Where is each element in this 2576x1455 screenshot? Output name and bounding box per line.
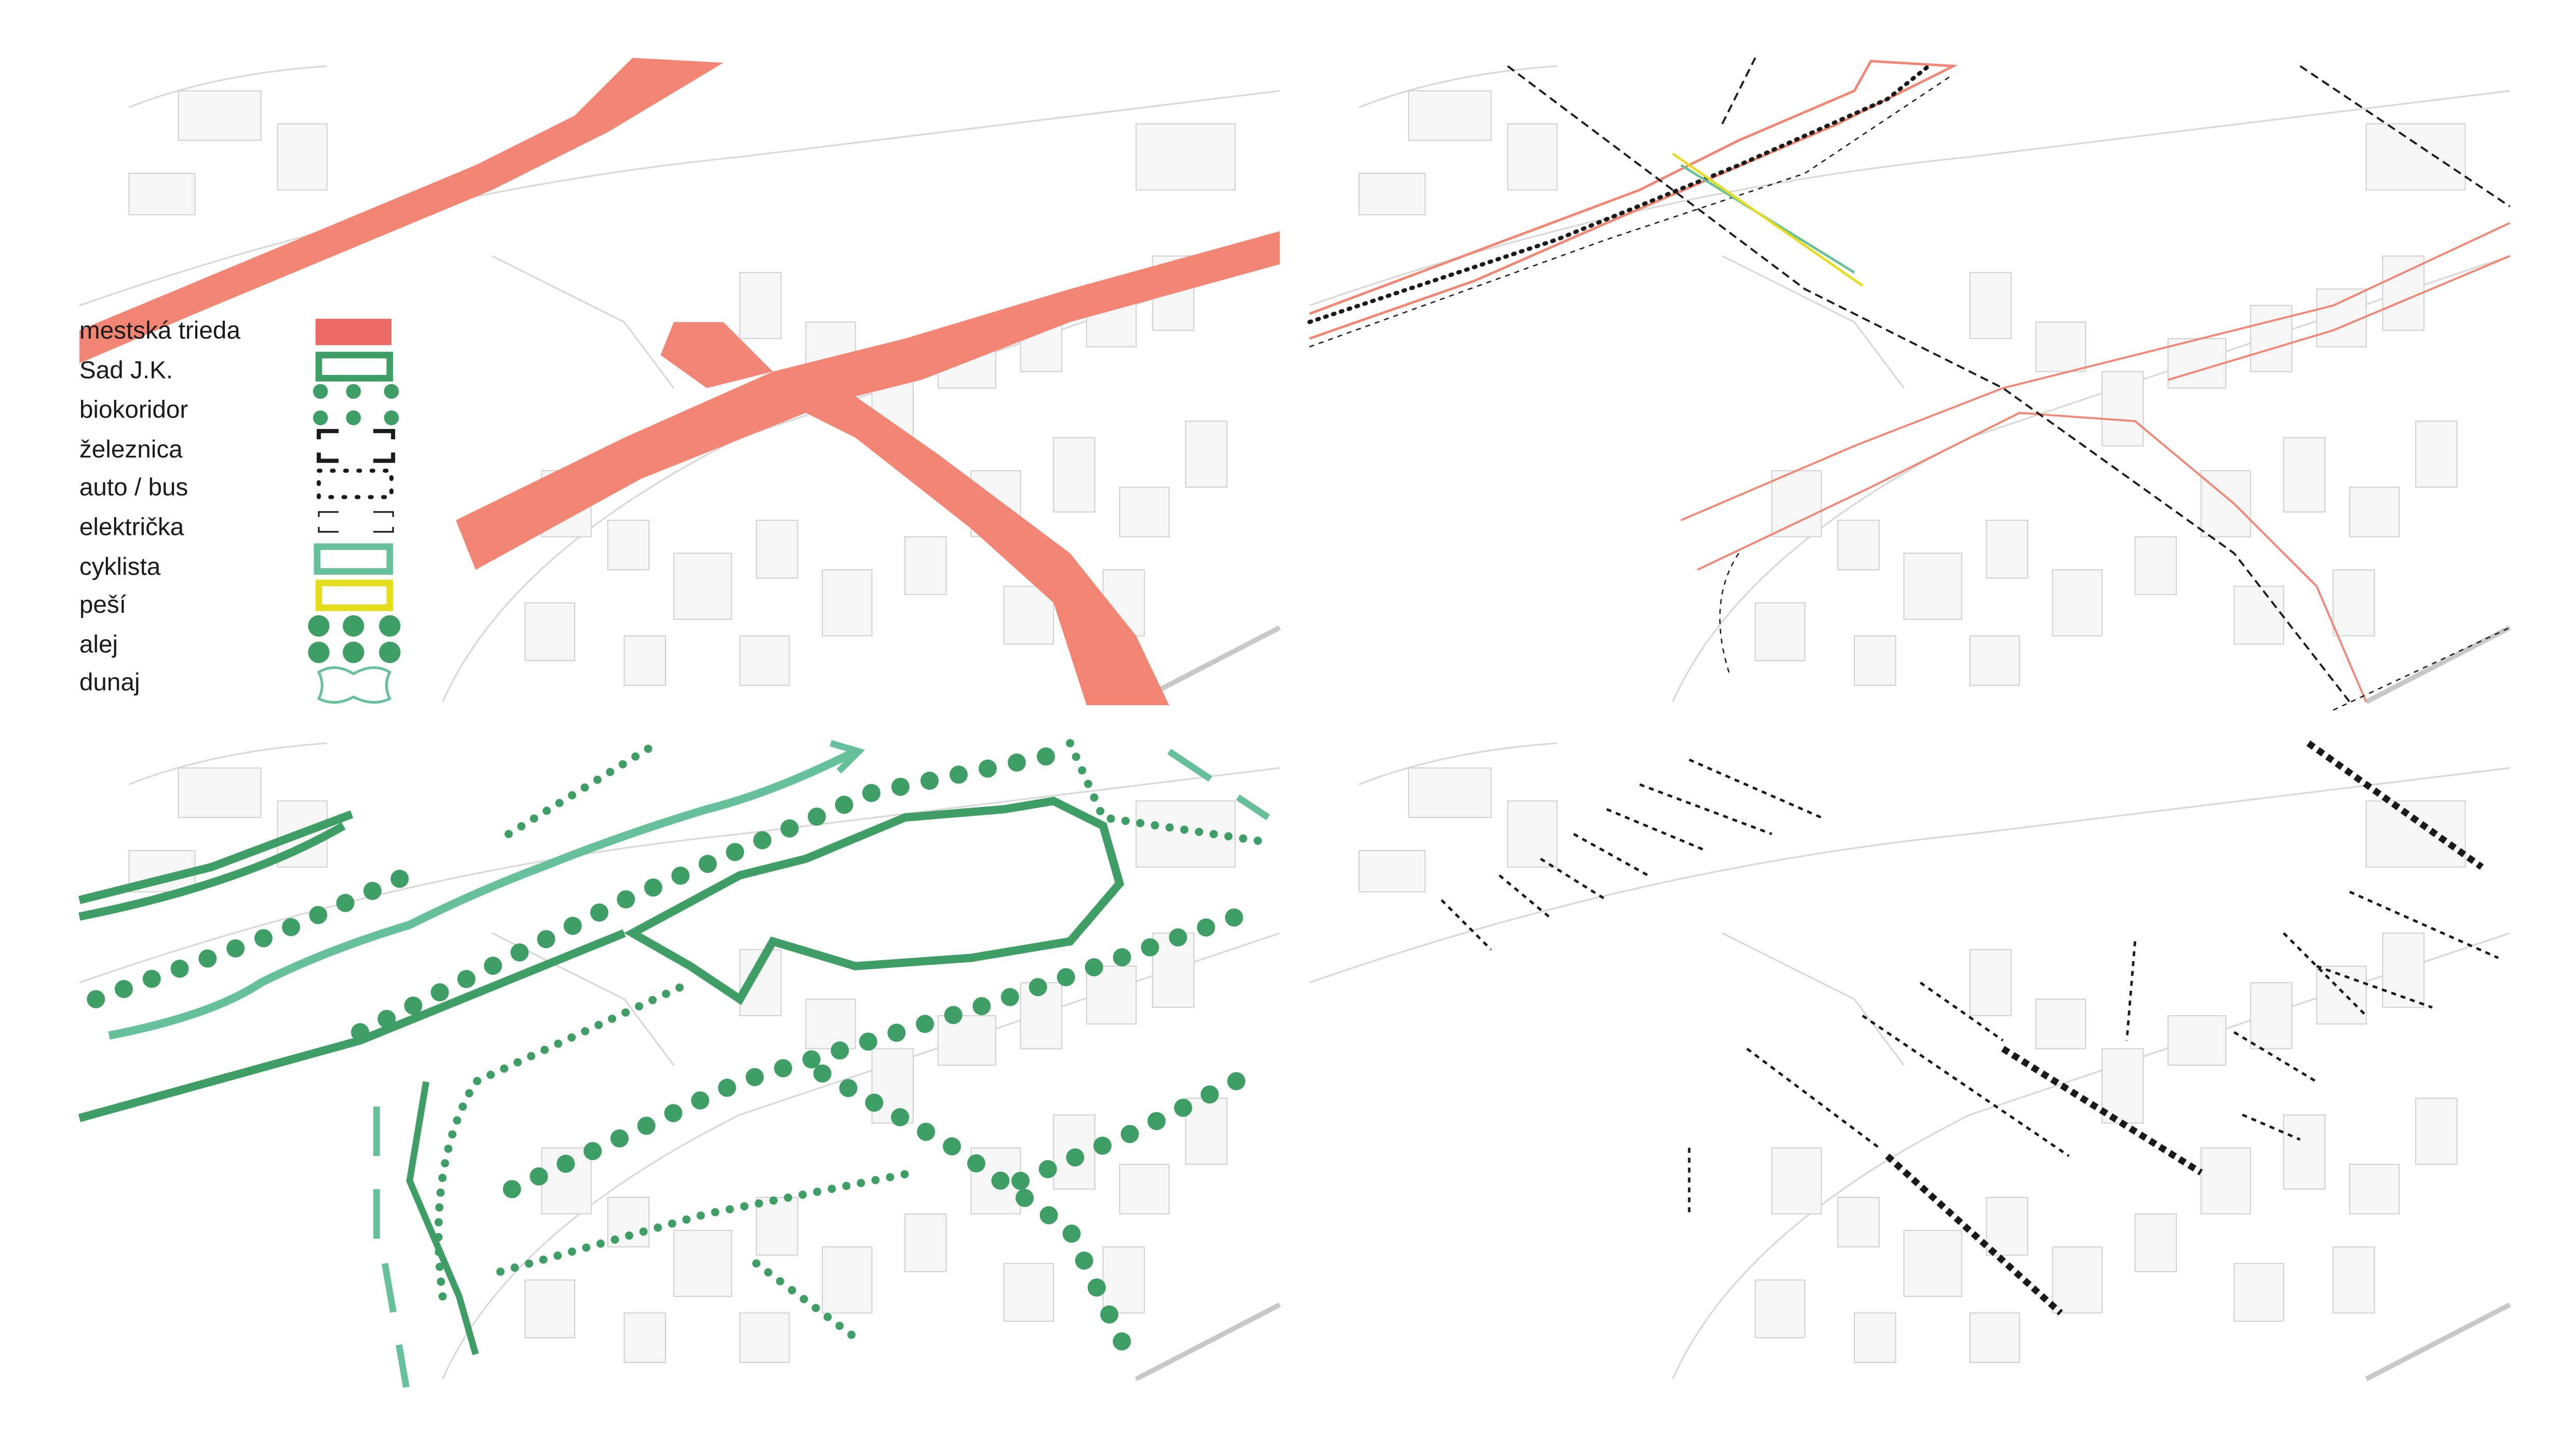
- connection-arrows: [1441, 740, 2499, 1316]
- avenue-main: [456, 231, 1280, 706]
- legend-swatch-large-dots: [308, 615, 401, 663]
- legend-item-dunaj: dunaj: [79, 666, 392, 704]
- legend-label: električka: [79, 513, 184, 541]
- legend-label: Sad J.K.: [79, 356, 173, 384]
- alej-row-1: [87, 858, 436, 1008]
- river-arrow-head: [830, 740, 865, 774]
- connection-arrows-major: [1885, 740, 2484, 1316]
- legend-item-pesi: peší: [79, 580, 394, 618]
- street-outline-main: [1680, 222, 2511, 703]
- legend-item-auto-bus: auto / bus: [79, 468, 394, 501]
- tram-line: [1309, 74, 1954, 678]
- legend-item-zeleznica: železnica: [79, 429, 396, 463]
- tram-line-east: [2333, 627, 2511, 711]
- legend-item-sad-jk: Sad J.K.: [79, 352, 394, 384]
- cycle-path-dashes: [373, 748, 1270, 1388]
- legend-item-mestska-trieda: mestská trieda: [79, 317, 392, 345]
- legend-swatch-small-dots: [313, 384, 399, 425]
- connection-arrows-district: [1688, 891, 2499, 1214]
- legend: mestská trieda Sad J.K. biokoridor želez…: [79, 317, 401, 704]
- alej-row-4: [813, 1064, 1137, 1364]
- legend-label: cyklista: [79, 553, 161, 581]
- connection-arrows-riverfront: [1441, 758, 1822, 951]
- legend-item-alej: alej: [79, 615, 401, 663]
- legend-swatch-wave: [317, 666, 392, 704]
- legend-item-elektricka: električka: [79, 511, 394, 541]
- alej-row-5: [1011, 1064, 1261, 1190]
- sad-jk-park: [623, 797, 1124, 1005]
- legend-label: biokoridor: [79, 396, 188, 424]
- legend-swatch-green-outline: [315, 352, 394, 382]
- street-outline-riverfront: [1309, 60, 1958, 340]
- legend-swatch-yellow-outline: [315, 580, 394, 611]
- avenue-riverfront: [79, 58, 724, 363]
- legend-swatch-dotted: [317, 468, 394, 500]
- avenue-plaza: [660, 322, 773, 388]
- legend-label: mestská trieda: [79, 317, 241, 344]
- urban-avenue-map: [79, 58, 1280, 706]
- legend-item-cyklista: cyklista: [79, 543, 394, 581]
- green-infrastructure-map: [79, 739, 1280, 1388]
- green-arrow-path: [406, 1081, 479, 1355]
- legend-label: železnica: [79, 436, 183, 463]
- alej-row-3: [503, 899, 1269, 1198]
- alej-row-2: [351, 742, 1079, 1042]
- legend-item-biokoridor: biokoridor: [79, 384, 399, 425]
- legend-label: auto / bus: [79, 474, 188, 501]
- danube-river: [108, 748, 858, 1040]
- legend-label: dunaj: [79, 668, 140, 696]
- pedestrian-connections-map: [1309, 740, 2510, 1379]
- biokoridor-dots: [434, 739, 1272, 1342]
- pedestrian-path: [1672, 152, 1864, 287]
- railway: [1507, 57, 2511, 703]
- legend-label: alej: [79, 630, 118, 658]
- legend-label: peší: [79, 591, 127, 618]
- road-auto-bus: [1307, 64, 1931, 325]
- legend-swatch-teal-outline: [314, 543, 394, 575]
- legend-swatch-dashed-brackets: [317, 429, 396, 463]
- transport-network-map: [1307, 57, 2511, 711]
- legend-swatch-red: [315, 318, 392, 345]
- legend-swatch-thin-brackets: [318, 511, 394, 533]
